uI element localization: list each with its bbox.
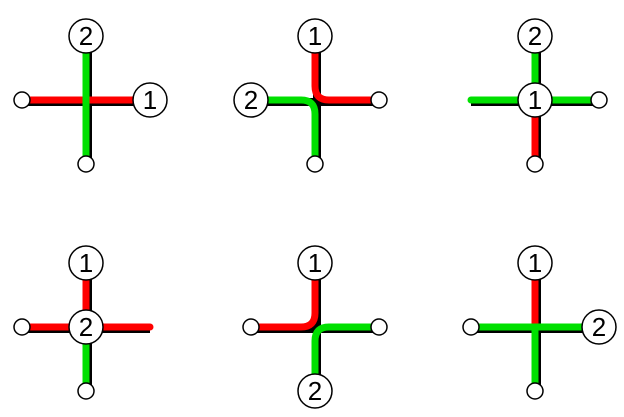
open-end-bottom <box>526 155 544 173</box>
path-red <box>311 32 383 104</box>
path-red <box>247 259 319 331</box>
node-right-label: 2 <box>592 312 606 342</box>
node-top-circle <box>297 18 333 54</box>
open-end-right <box>370 318 388 336</box>
open-end-right <box>590 91 608 109</box>
open-end-bottom <box>77 382 95 400</box>
node-top-label: 2 <box>79 21 93 51</box>
node-top-circle <box>517 245 553 281</box>
node-center-label: 2 <box>79 312 93 342</box>
node-left-label: 2 <box>244 85 258 115</box>
open-end-left <box>13 318 31 336</box>
node-top-circle <box>297 245 333 281</box>
node-top-label: 1 <box>528 248 542 278</box>
path-green <box>311 323 383 395</box>
panel-3: 21 <box>467 18 608 173</box>
node-center-circle <box>517 82 553 118</box>
node-right-label: 1 <box>143 85 157 115</box>
node-top-circle <box>68 18 104 54</box>
node-top-label: 1 <box>79 248 93 278</box>
panel-4: 12 <box>13 245 154 400</box>
open-end-left <box>462 318 480 336</box>
node-bottom-label: 2 <box>308 376 322 406</box>
panel-2: 12 <box>233 18 388 173</box>
node-top-circle <box>68 245 104 281</box>
panel-5: 12 <box>242 245 388 409</box>
panel-6: 12 <box>462 245 617 400</box>
node-top-label: 2 <box>528 21 542 51</box>
node-left-circle <box>233 82 269 118</box>
open-end-bottom <box>526 382 544 400</box>
node-right-circle <box>581 309 617 345</box>
open-end-bottom <box>306 155 324 173</box>
node-center-circle <box>68 309 104 345</box>
node-center-label: 1 <box>528 85 542 115</box>
node-right-circle <box>132 82 168 118</box>
open-end-bottom <box>77 155 95 173</box>
panel-1: 21 <box>13 18 168 173</box>
node-bottom-circle <box>297 373 333 409</box>
node-top-label: 1 <box>308 21 322 51</box>
open-end-left <box>242 318 260 336</box>
node-top-label: 1 <box>308 248 322 278</box>
open-end-right <box>370 91 388 109</box>
node-top-circle <box>517 18 553 54</box>
path-green <box>247 96 319 168</box>
open-end-left <box>13 91 31 109</box>
